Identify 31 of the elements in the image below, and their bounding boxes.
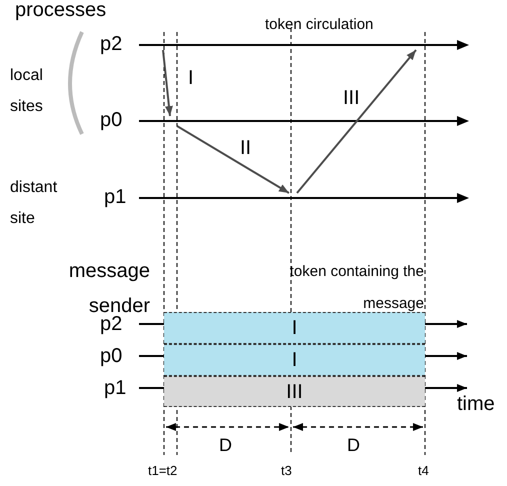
duration-label: D: [219, 434, 232, 456]
process-label: p0: [100, 344, 122, 368]
band-label: I: [292, 348, 298, 373]
time-label: t4: [418, 462, 429, 479]
edge-label: I: [188, 66, 194, 90]
process-label: p0: [100, 108, 122, 132]
time-label: t3: [281, 462, 292, 479]
process-label: p1: [104, 185, 126, 209]
process-label: p2: [100, 32, 122, 56]
band-label: III: [286, 380, 303, 405]
axis-label: time: [457, 392, 495, 416]
edge-label: II: [240, 136, 252, 160]
heading: processes: [15, 0, 106, 22]
duration-label: D: [347, 434, 360, 456]
message-band: [164, 344, 425, 376]
group-label: local sites: [10, 66, 44, 117]
process-label: p1: [104, 376, 126, 400]
timeline-arrow: [139, 116, 469, 126]
timeline-arrow: [139, 40, 469, 50]
message-arrow: [296, 49, 417, 194]
time-label: t1=t2: [148, 462, 178, 479]
message-band: [164, 312, 425, 344]
band-label: I: [292, 316, 298, 341]
group-label: distant site: [10, 178, 58, 229]
message-arrow: [162, 50, 173, 116]
timeline-arrow: [139, 193, 469, 203]
message-arrow: [176, 125, 290, 194]
note: token containing the message: [288, 262, 424, 314]
edge-label: III: [343, 86, 360, 110]
note: token circulation: [265, 15, 374, 34]
message-band: [164, 376, 425, 407]
